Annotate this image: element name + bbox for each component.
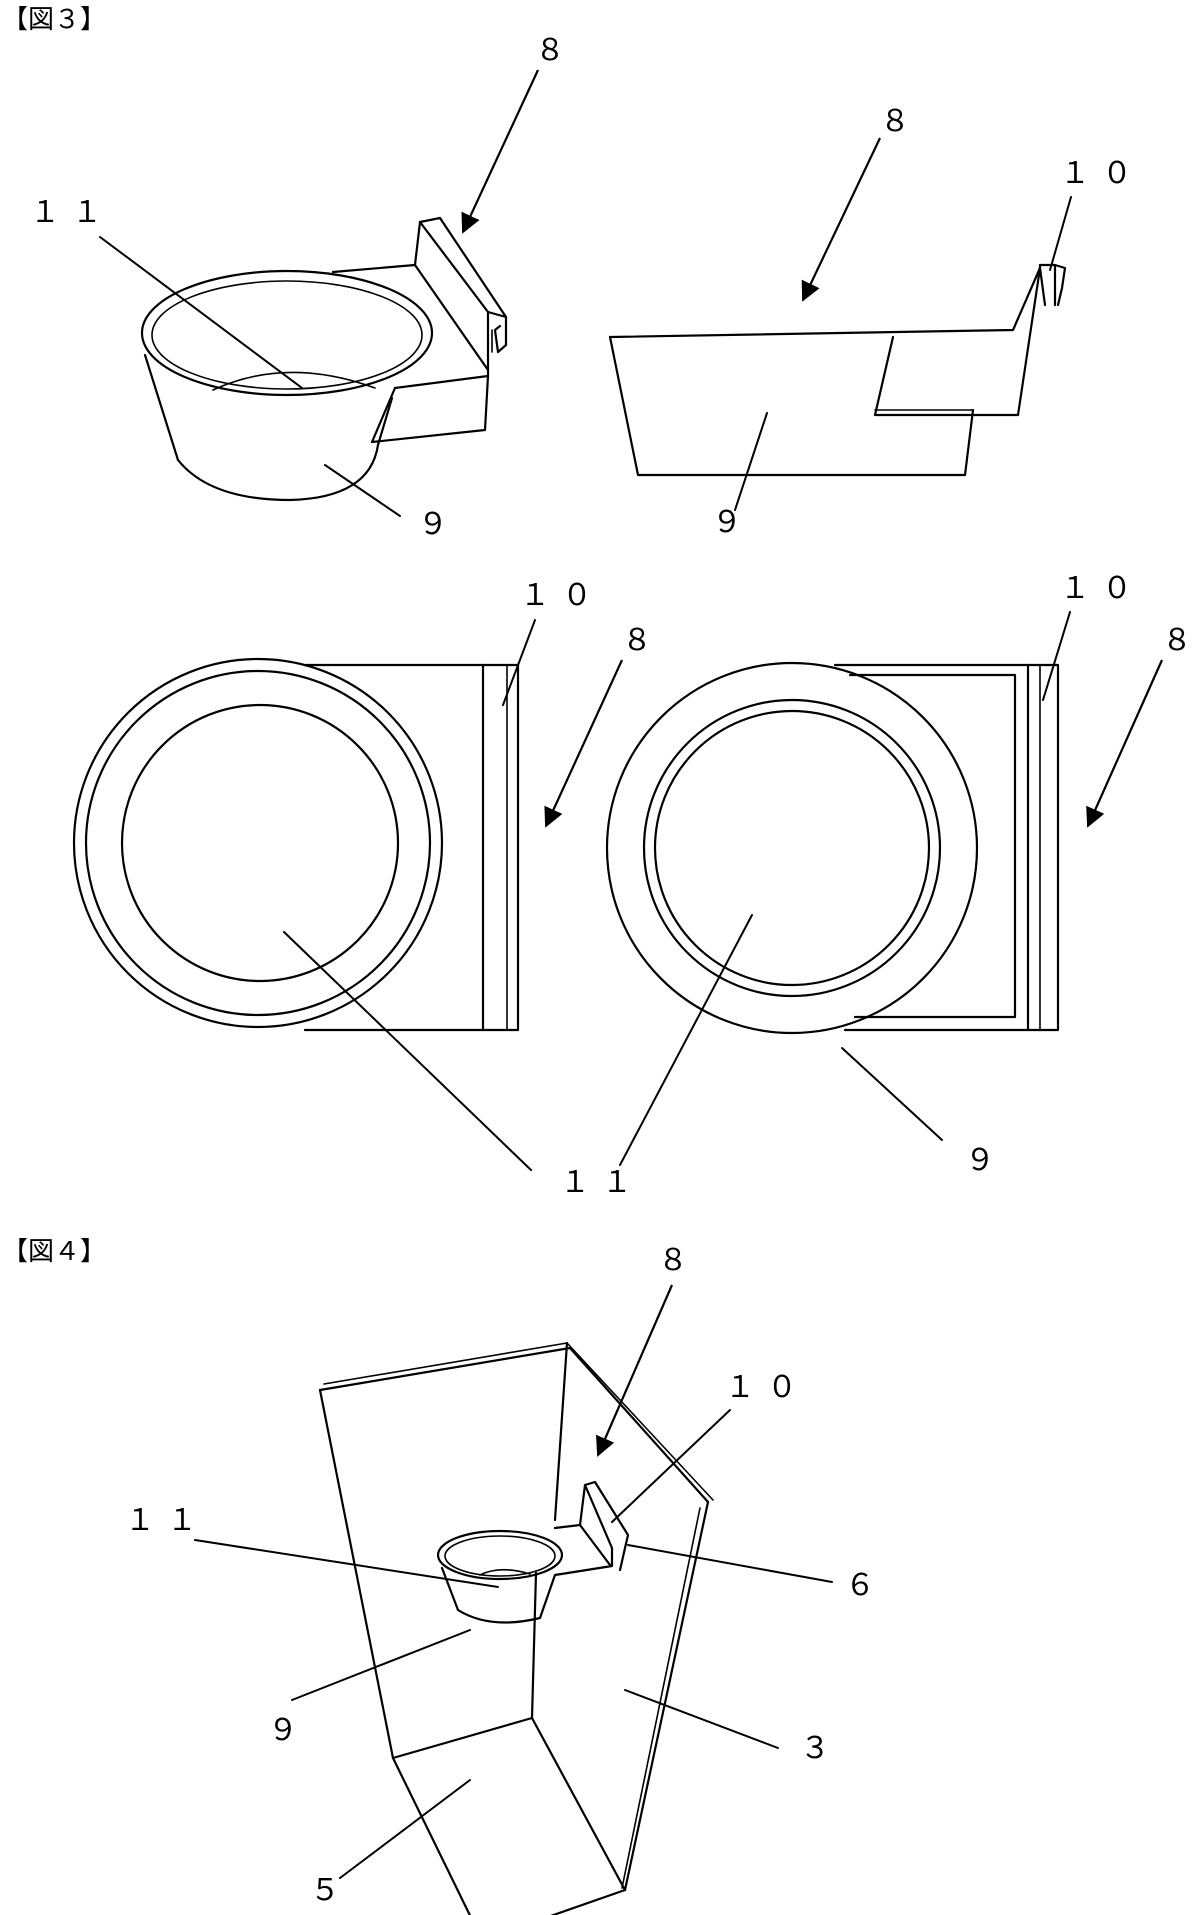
fig3-side-label-8: ８ [880, 104, 922, 139]
fig4-label-10: １０ [725, 1370, 809, 1405]
fig3-top-label-10: １０ [520, 578, 604, 613]
fig3-side-label-9: ９ [712, 505, 754, 540]
fig3-side-view [608, 263, 1067, 477]
fig3-persp-label-11: １１ [30, 195, 114, 230]
fig3-bottom-label-9: ９ [965, 1143, 1007, 1178]
fig4-assembly-view [318, 1341, 714, 1915]
fig4-label-3: ３ [800, 1731, 842, 1766]
fig3-persp-label-9: ９ [418, 507, 460, 542]
fig4-label-5: ５ [310, 1873, 352, 1908]
fig3-bottom-label-8: ８ [1162, 623, 1200, 658]
fig3-bottom-label-10: １０ [1060, 571, 1144, 606]
fig3-shared-label-11: １１ [560, 1165, 644, 1200]
fig3-persp-label-8: ８ [535, 33, 577, 68]
fig4-label-6: ６ [845, 1568, 887, 1603]
fig3-side-label-10: １０ [1060, 156, 1144, 191]
fig3-top-view [72, 657, 520, 1032]
figure-4-title: 【図４】 [2, 1237, 106, 1267]
figure-3-title: 【図３】 [2, 5, 106, 35]
fig3-top-label-8: ８ [622, 623, 664, 658]
fig3-bottom-view [605, 661, 1060, 1035]
fig3-perspective-view [140, 216, 508, 502]
fig4-label-8: ８ [658, 1243, 700, 1278]
fig4-label-11: １１ [125, 1503, 209, 1538]
fig4-label-9: ９ [268, 1713, 310, 1748]
